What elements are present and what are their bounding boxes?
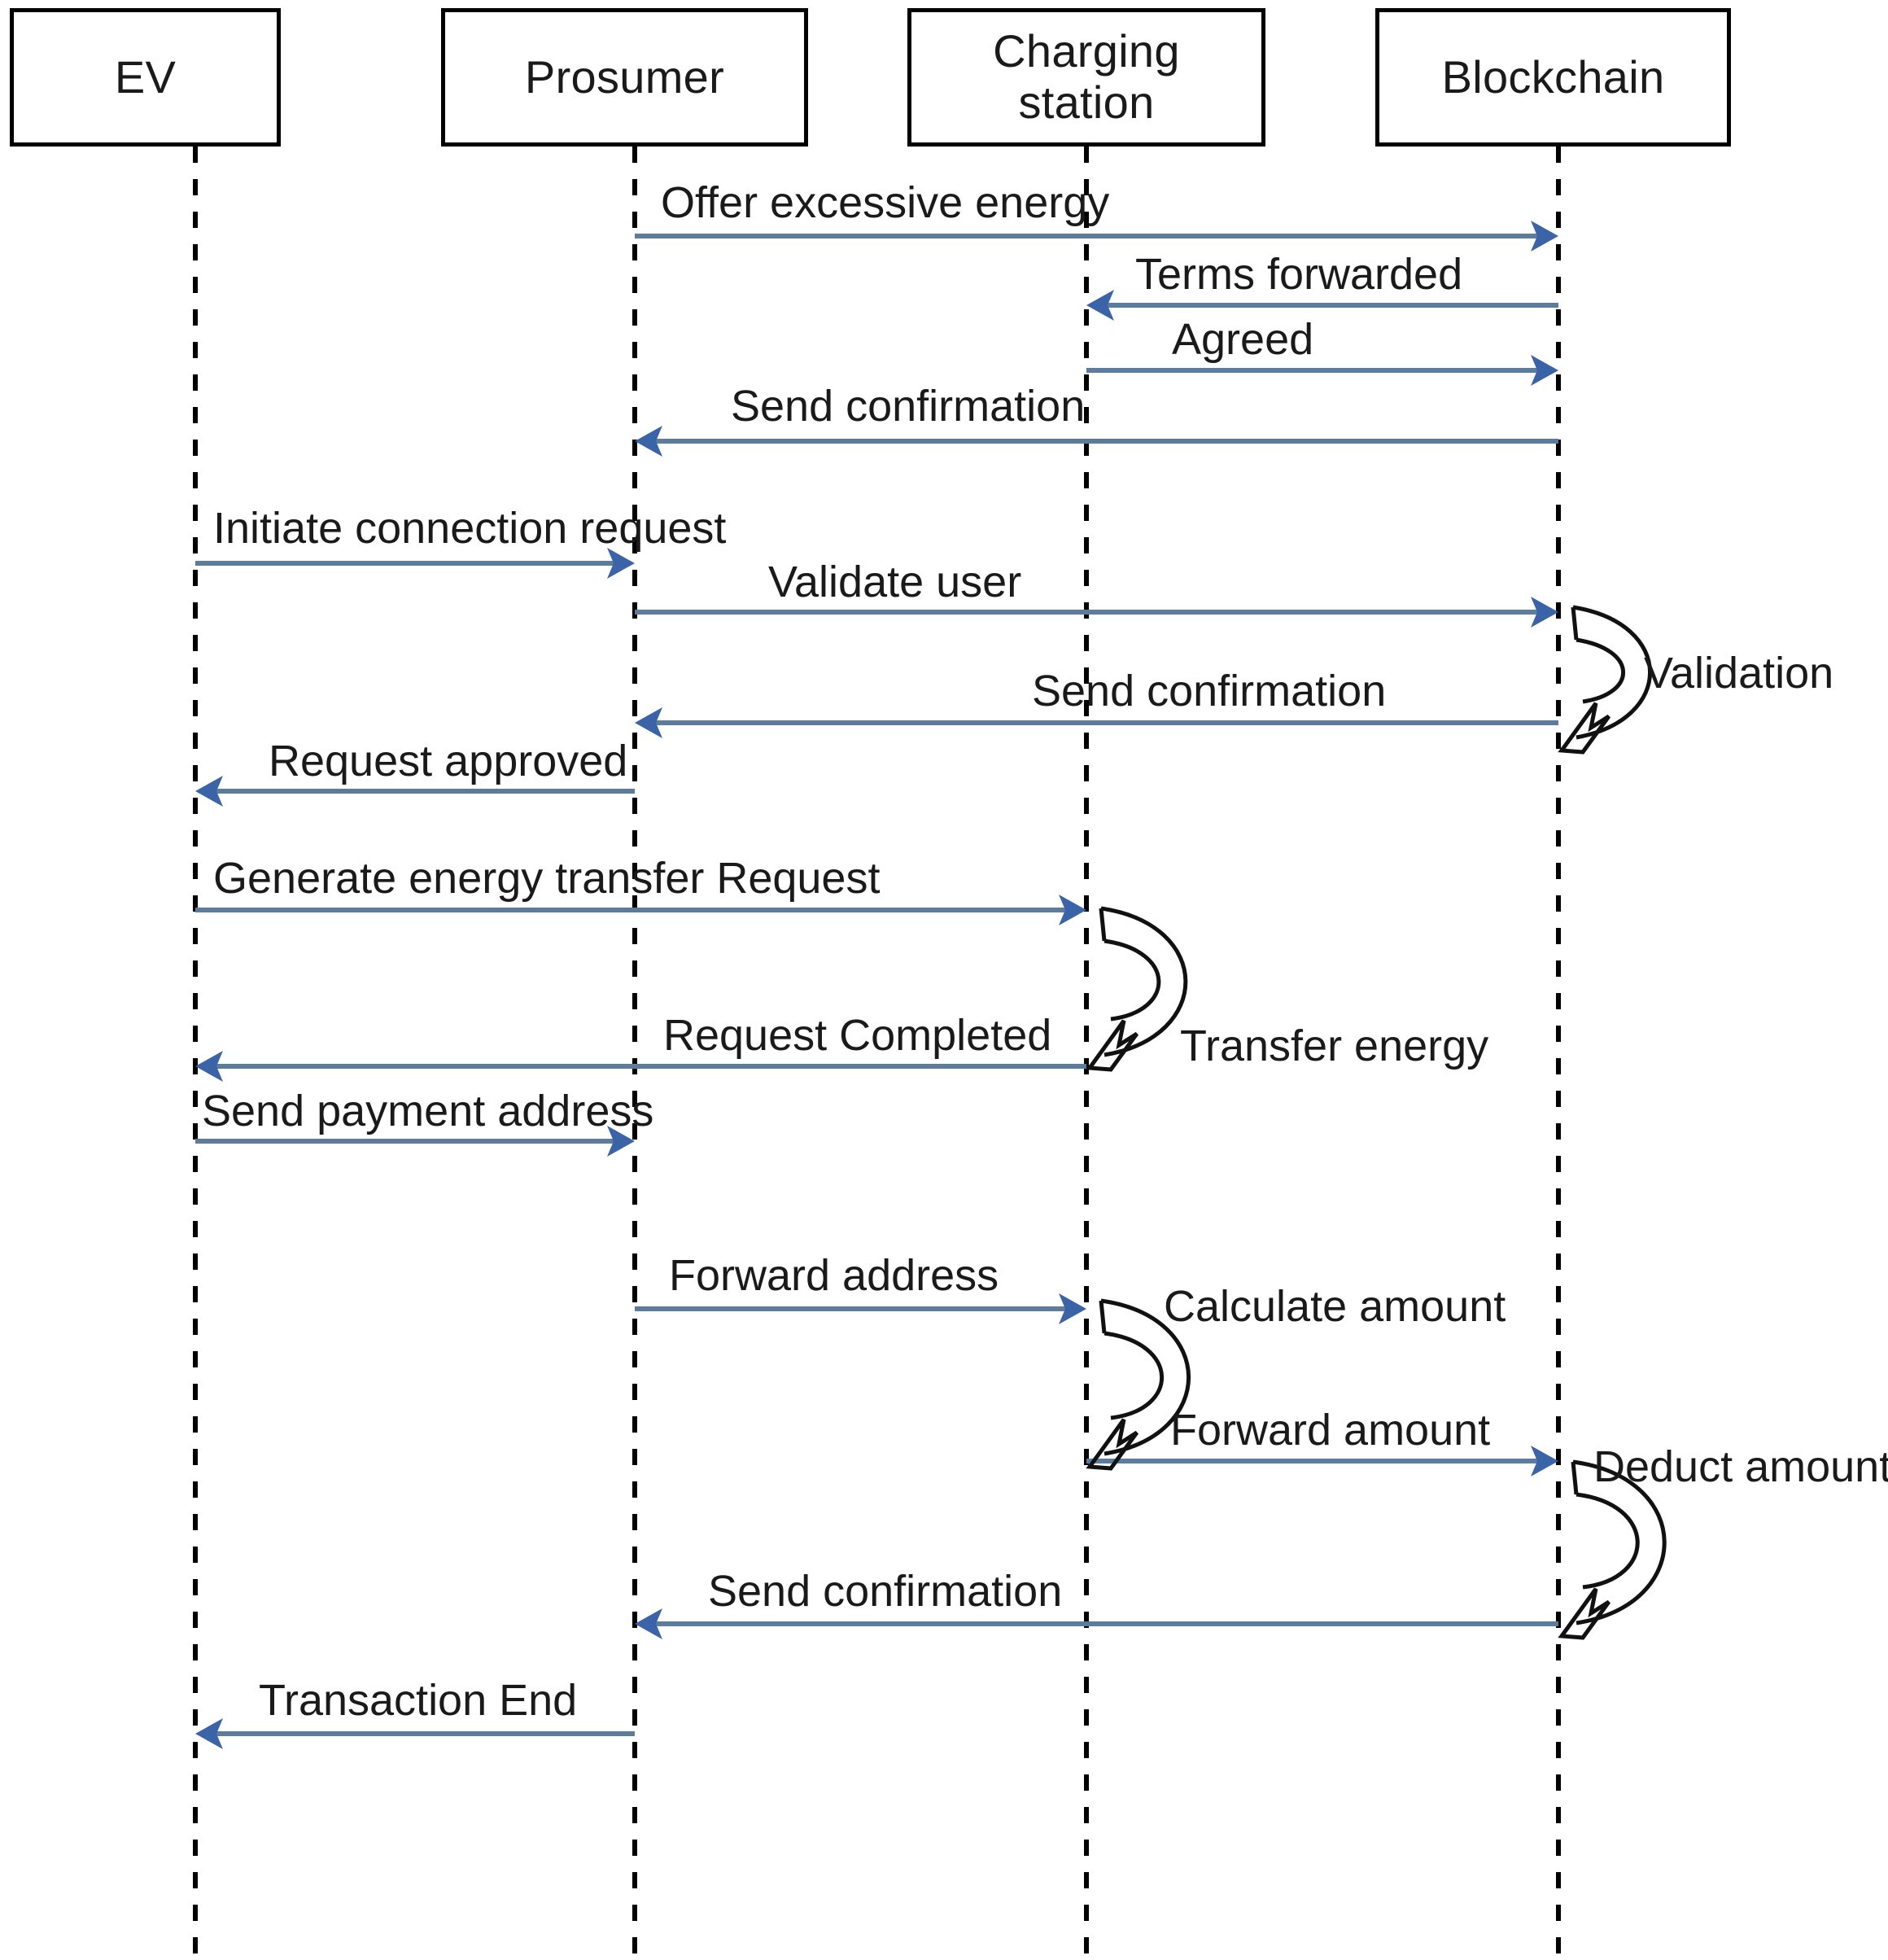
self-loop-arrowhead-deduct-amount xyxy=(1558,1587,1611,1640)
message-arrowhead-14 xyxy=(635,1608,662,1639)
message-label-13: Forward amount xyxy=(1170,1406,1491,1455)
message-label-3: Agreed xyxy=(1172,315,1314,364)
actor-box-prosumer[interactable]: Prosumer xyxy=(441,8,808,147)
message-label-4: Send confirmation xyxy=(731,382,1086,431)
message-arrowhead-6 xyxy=(1531,597,1558,628)
message-arrowhead-10 xyxy=(195,1051,223,1082)
message-label-14: Send confirmation xyxy=(708,1567,1063,1616)
message-arrowhead-15 xyxy=(195,1718,223,1749)
message-label-15: Transaction End xyxy=(259,1676,578,1725)
self-loop-outer-curve-deduct-amount xyxy=(1572,1459,1667,1625)
message-arrowhead-3 xyxy=(1531,355,1558,386)
self-loop-tail-cap-transfer-energy xyxy=(1099,908,1107,942)
message-arrowhead-2 xyxy=(1086,290,1114,321)
message-label-10: Request Completed xyxy=(663,1011,1052,1060)
self-message-label-deduct-amount: Deduct amount xyxy=(1593,1442,1888,1491)
message-arrowhead-12 xyxy=(1059,1293,1086,1324)
lifeline-group xyxy=(193,147,1561,1953)
actor-label-blockchain: Blockchain xyxy=(1441,50,1665,103)
message-label-12: Forward address xyxy=(669,1251,999,1300)
self-loop-arrowhead-transfer-energy xyxy=(1086,1019,1139,1072)
message-arrowhead-1 xyxy=(1531,221,1558,252)
self-message-group xyxy=(1086,605,1667,1640)
self-loop-outer-curve-calculate-amount xyxy=(1100,1298,1191,1456)
message-arrowhead-8 xyxy=(195,776,223,807)
self-loop-inner-curve-validation xyxy=(1576,637,1626,704)
message-arrowhead-13 xyxy=(1531,1446,1558,1477)
message-arrowhead-9 xyxy=(1059,895,1086,925)
message-label-6: Validate user xyxy=(768,558,1022,606)
actor-box-ev[interactable]: EV xyxy=(10,8,281,147)
self-message-label-transfer-energy: Transfer energy xyxy=(1180,1022,1489,1070)
self-loop-arrowhead-validation xyxy=(1558,702,1611,755)
actor-box-blockchain[interactable]: Blockchain xyxy=(1375,8,1731,147)
message-arrowhead-11 xyxy=(607,1126,635,1157)
self-loop-outer-curve-transfer-energy xyxy=(1100,906,1188,1057)
self-loop-tail-cap-deduct-amount xyxy=(1571,1461,1579,1495)
message-label-2: Terms forwarded xyxy=(1135,250,1463,299)
message-label-9: Generate energy transfer Request xyxy=(213,854,881,903)
actor-label-prosumer: Prosumer xyxy=(524,50,725,103)
self-message-label-validation: Validation xyxy=(1644,649,1834,698)
self-loop-validation[interactable] xyxy=(1558,605,1653,755)
actor-label-ev: EV xyxy=(114,50,177,103)
self-loop-tail-cap-calculate-amount xyxy=(1099,1300,1107,1334)
message-label-7: Send confirmation xyxy=(1032,667,1387,715)
message-arrowhead-7 xyxy=(635,707,662,738)
actor-box-station[interactable]: Charging station xyxy=(907,8,1265,147)
message-arrow-group xyxy=(195,221,1558,1749)
self-loop-inner-curve-transfer-energy xyxy=(1104,938,1161,1022)
message-label-1: Offer excessive energy xyxy=(661,178,1110,227)
self-loop-inner-curve-deduct-amount xyxy=(1576,1492,1640,1590)
self-loop-arrowhead-calculate-amount xyxy=(1086,1418,1139,1471)
self-loop-calculate-amount[interactable] xyxy=(1086,1298,1191,1471)
self-loop-tail-cap-validation xyxy=(1571,606,1579,641)
message-label-11: Send payment address xyxy=(202,1087,654,1135)
self-loop-outer-curve-validation xyxy=(1572,605,1653,740)
message-label-8: Request approved xyxy=(269,737,628,785)
actor-label-station: Charging station xyxy=(993,25,1180,128)
self-loop-deduct-amount[interactable] xyxy=(1558,1459,1667,1640)
message-arrowhead-4 xyxy=(635,426,662,457)
self-loop-transfer-energy[interactable] xyxy=(1086,906,1188,1072)
message-arrowhead-5 xyxy=(607,548,635,579)
self-loop-inner-curve-calculate-amount xyxy=(1104,1331,1165,1420)
message-label-5: Initiate connection request xyxy=(213,504,727,553)
self-message-label-calculate-amount: Calculate amount xyxy=(1164,1282,1506,1331)
